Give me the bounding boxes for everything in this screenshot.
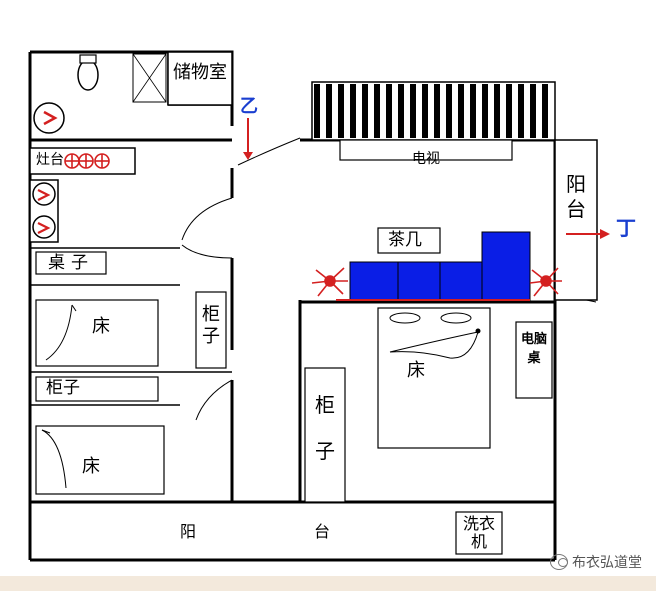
storage-room-box [167, 51, 233, 106]
bed-upper-label: 床 [92, 316, 110, 337]
cabinet-lower-box [35, 376, 159, 402]
table-label: 桌子 [48, 253, 94, 273]
main-bed-label: 床 [407, 360, 425, 381]
arrow-yi-icon [243, 118, 253, 160]
bed-lower-box [35, 425, 165, 495]
sofa [349, 231, 531, 301]
toilet-icon [77, 59, 99, 91]
table-box [35, 251, 107, 275]
computer-desk-box [515, 321, 553, 399]
tea-table-label: 茶几 [388, 230, 422, 250]
pillow-right-icon [440, 312, 472, 324]
watermark-text: 布衣弘道堂 [572, 555, 642, 571]
bedroom-lower-door-arc [195, 379, 233, 421]
footer-band [0, 576, 656, 591]
balcony-bottom-right-label: 台 [314, 522, 331, 541]
plant-right-icon [529, 267, 562, 297]
balcony-right-box [554, 139, 598, 301]
marker-ding-label: 丁 [616, 216, 636, 240]
storage-room-label: 储物室 [173, 62, 227, 83]
washing-machine-box [455, 511, 503, 555]
balcony-stripes [314, 84, 548, 138]
cabinet-upper-box [195, 291, 227, 369]
wash-basin-icon [33, 102, 65, 134]
tea-table-box [377, 227, 441, 254]
main-cabinet-box [304, 367, 346, 503]
bed-lower-label: 床 [82, 456, 100, 477]
burner-icons [64, 153, 110, 169]
stove-label: 灶台 [36, 152, 64, 168]
bed-upper-box [35, 299, 159, 367]
cabinet-lower-label: 柜子 [46, 378, 80, 398]
main-bed-box [377, 307, 491, 449]
hall-door-arc [181, 244, 233, 259]
balcony-bottom-left-label: 阳 [180, 522, 197, 541]
washing-machine-label: 洗衣机 [462, 514, 495, 551]
kitchen-door-arc [181, 197, 233, 241]
balcony-right-label: 阳台 [566, 172, 586, 221]
arrow-ding-icon [566, 229, 610, 239]
cabinet-upper-label: 柜子 [202, 304, 220, 347]
watermark: 布衣弘道堂 [550, 552, 642, 572]
tv-label: 电视 [412, 151, 440, 167]
toilet-tank-icon [79, 54, 97, 64]
wechat-icon [550, 554, 568, 570]
wash-basin-marker [43, 110, 58, 126]
tv-stand-box [339, 139, 513, 161]
entrance-door-arc [237, 137, 301, 166]
main-cabinet-label: 柜子 [315, 393, 335, 463]
plant-left-icon [311, 267, 348, 297]
computer-desk-label: 电脑桌 [520, 332, 547, 366]
pillow-left-icon [389, 312, 421, 324]
marker-yi-label: 乙 [240, 96, 258, 117]
